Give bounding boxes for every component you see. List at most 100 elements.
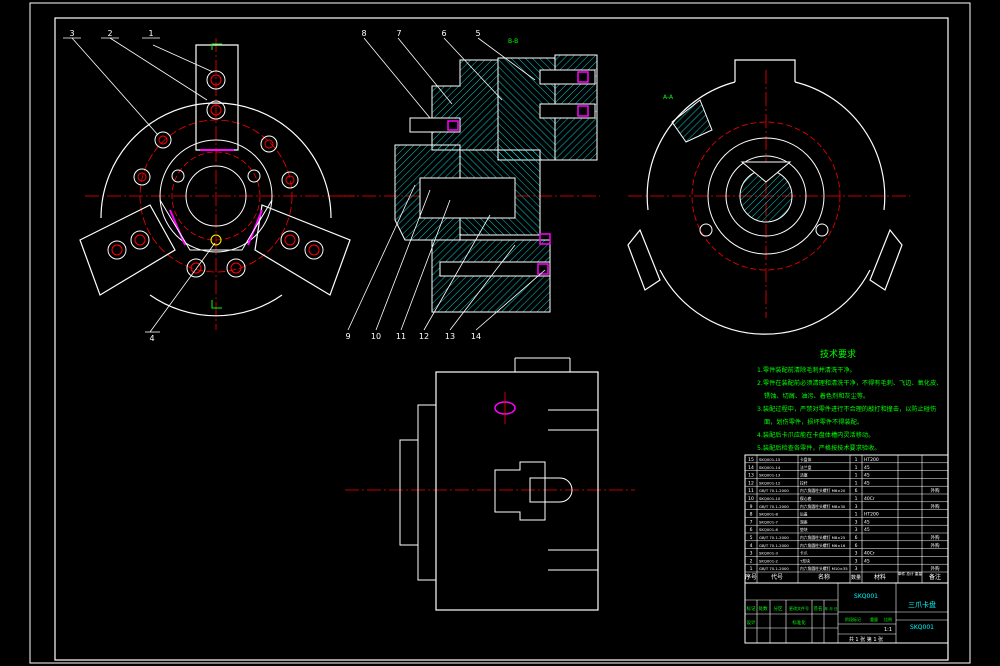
bom-cell-name: 内六角圆柱头螺钉 M10×35: [800, 566, 848, 571]
balloon-4: 4: [149, 334, 154, 343]
bom-cell-name: 内六角圆柱头螺钉 M6×20: [800, 488, 846, 493]
bom-cell-code: SKQ001-14: [759, 465, 781, 470]
bom-cell-seq: 1: [750, 566, 753, 572]
bom-cell-seq: 14: [748, 465, 754, 471]
title-block-sheet: 共 1 张 第 1 张: [849, 636, 883, 643]
bom-cell-material: 45: [864, 558, 870, 564]
balloon-7: 7: [396, 29, 401, 38]
bom-cell-seq: 13: [748, 473, 754, 479]
bom-cell-code: SKQ001-6: [759, 527, 779, 532]
bom-cell-code: SKQ001-13: [759, 473, 781, 478]
bom-cell-name: 法兰盘: [800, 465, 812, 470]
balloon-13: 13: [445, 332, 455, 341]
bom-cell-material: 45: [864, 527, 870, 533]
title-block-label-scale: 比例: [884, 616, 892, 622]
bom-cell-qty: 3: [855, 566, 858, 572]
bom-cell-name: 内六角圆柱头螺钉 M6×16: [800, 543, 846, 548]
tech-req-line-1: 1.零件装配前清除毛刺并清洗干净。: [757, 366, 856, 374]
bom-cell-qty: 3: [855, 558, 858, 564]
title-block-label-design: 设计: [747, 619, 756, 626]
bom-cell-seq: 15: [748, 457, 754, 463]
bom-cell-remark: 外购: [931, 487, 940, 494]
bom-cell-qty: 3: [855, 519, 858, 525]
bom-header-seq: 序号: [745, 573, 757, 581]
section-marker: B-B: [508, 38, 518, 45]
bom-cell-name: 后盖: [800, 512, 808, 517]
bom-cell-material: HT200: [864, 512, 879, 518]
balloon-2: 2: [107, 29, 112, 38]
bom-cell-name: 活塞: [800, 473, 808, 478]
bom-cell-name: 内六角圆柱头螺钉 M8×30: [800, 504, 846, 509]
front-view: 3 2 1 4: [63, 29, 355, 343]
bom-cell-qty: 6: [855, 488, 858, 494]
right-view: A-A: [627, 59, 910, 335]
bom-cell-code: SKQ001-2: [759, 558, 779, 563]
top-view: [345, 357, 635, 611]
bom-cell-seq: 2: [750, 558, 753, 564]
balloon-14: 14: [471, 332, 481, 341]
inner-frame: [54, 17, 949, 661]
bom-cell-qty: 1: [855, 512, 858, 518]
bom-cell-qty: 3: [855, 527, 858, 533]
bom-cell-name: T形块: [799, 558, 810, 563]
balloon-11: 11: [396, 332, 406, 341]
bom-cell-name: 内六角圆柱头螺钉 M8×25: [800, 535, 846, 540]
bom-cell-qty: 1: [855, 480, 858, 486]
bom-header-row: 序号 代号 名称 数量 材料 单件 总计 重量 备注: [745, 571, 941, 581]
tech-req-title: 技术要求: [820, 348, 856, 360]
tech-req-line-2: 2.零件在装配前必须清理和清洗干净，不得有毛刺、飞边、氧化皮、: [757, 379, 942, 387]
bom-cell-seq: 3: [750, 551, 753, 557]
bom-cell-material: 45: [864, 473, 870, 479]
bom-cell-remark: 外购: [931, 534, 940, 541]
bom-cell-qty: 1: [855, 457, 858, 463]
bom-cell-code: GB/T 70.1-2000: [759, 543, 789, 548]
title-block-label-standard: 标准化: [792, 619, 806, 626]
bom-cell-qty: 1: [855, 496, 858, 502]
bom-cell-code: SKQ001-12: [759, 480, 781, 485]
right-view-marker: A-A: [663, 94, 674, 101]
bom-cell-material: 45: [864, 465, 870, 471]
bom-header-material: 材料: [874, 573, 886, 581]
title-block-label-stage: 阶段标记: [845, 616, 861, 622]
balloon-5: 5: [475, 29, 480, 38]
bom-cell-seq: 7: [750, 519, 753, 525]
outer-frame: [29, 2, 971, 664]
bom-cell-seq: 5: [750, 535, 753, 541]
bom-cell-remark: 外购: [931, 542, 940, 549]
bom-cell-qty: 6: [855, 543, 858, 549]
bom-cell-code: SKQ001-3: [759, 551, 779, 556]
balloon-12: 12: [419, 332, 429, 341]
bom-header-weight: 单件 总计 重量: [898, 571, 922, 576]
tech-req-line-7: 5.装配后检查各零件，严格按技术要求验收。: [757, 444, 880, 452]
bom-cell-qty: 1: [855, 473, 858, 479]
title-block-label-mark: 标记: [747, 605, 756, 612]
bom-cell-code: GB/T 70.1-2000: [759, 535, 789, 540]
bom-header-name: 名称: [818, 573, 830, 581]
bom-cell-name: 楔心套: [800, 496, 812, 501]
tech-req-line-4: 3.装配过程中，严禁对零件进行不合理的敲打和撞击，以防止碰伤: [757, 405, 936, 413]
balloon-1: 1: [148, 29, 153, 38]
balloon-6: 6: [441, 29, 446, 38]
bom-cell-name: 滑座: [800, 519, 808, 524]
title-block-label-zone: 分区: [774, 605, 783, 612]
balloon-10: 10: [371, 332, 381, 341]
tech-req-line-3: 锈蚀、切屑、油污、着色剂和灰尘等。: [764, 392, 869, 400]
section-view: B-B 8 7 6 5 9 10 11 12 13 14: [340, 29, 600, 341]
bom-cell-qty: 3: [855, 504, 858, 510]
bom-cell-name: 垫块: [800, 527, 808, 532]
bom-cell-remark: 外购: [931, 565, 940, 572]
bom-cell-code: SKQ001-7: [759, 519, 779, 524]
technical-requirements: 技术要求 1.零件装配前清除毛刺并清洗干净。 2.零件在装配前必须清理和清洗干净…: [757, 348, 942, 452]
bom-cell-name: 卡爪: [800, 551, 808, 556]
bom-cell-code: GB/T 70.1-2000: [759, 504, 789, 509]
bom-cell-material: 45: [864, 519, 870, 525]
bom-cell-seq: 6: [750, 527, 753, 533]
title-block-drawing-code: SKQ001: [910, 624, 934, 631]
bom-cell-code: SKQ001-15: [759, 457, 781, 462]
tech-req-line-6: 4.装配后卡爪应能在卡盘体槽内灵活移动。: [757, 431, 874, 439]
bom-header-qty: 数量: [851, 574, 861, 581]
bom-cell-seq: 9: [750, 504, 753, 510]
bom-cell-material: HT200: [864, 457, 879, 463]
